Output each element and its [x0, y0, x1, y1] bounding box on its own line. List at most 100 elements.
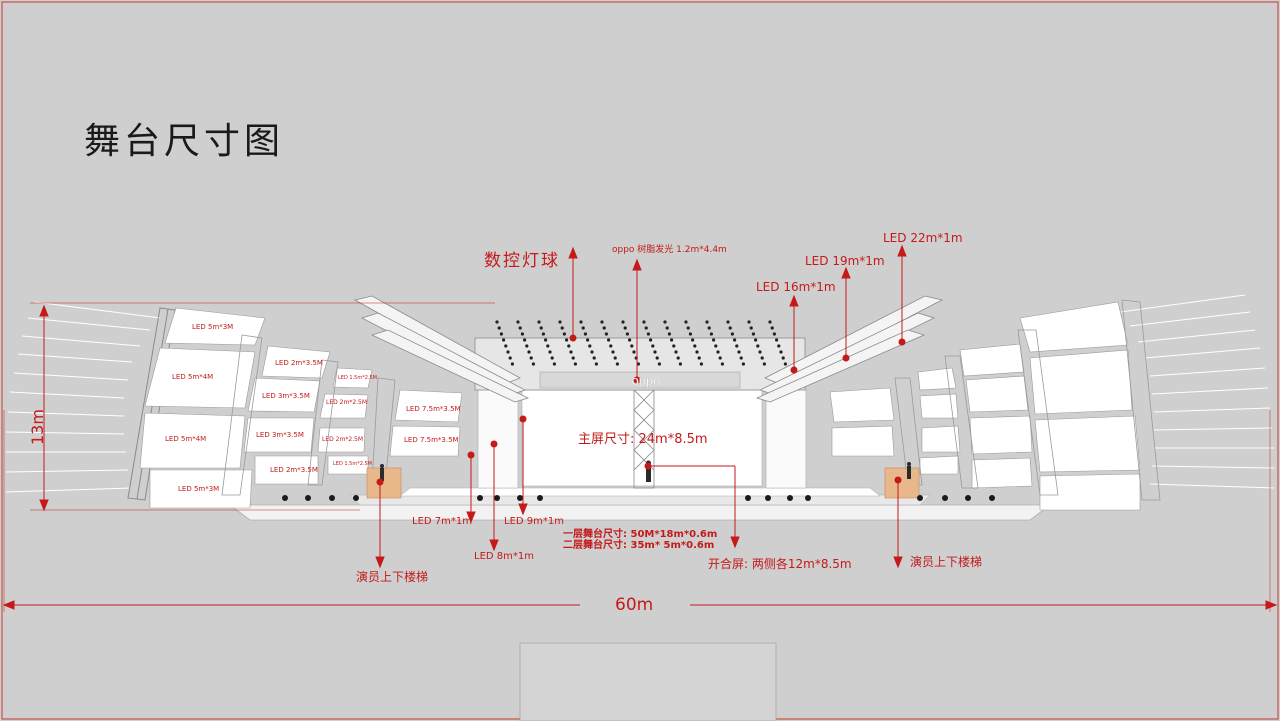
lamp-ball [510, 362, 514, 366]
lamp-ball [762, 362, 767, 366]
lamp-ball [674, 350, 678, 354]
lamp-ball [516, 320, 520, 324]
lamp-ball [560, 326, 564, 330]
lamp-ball [653, 350, 657, 354]
lamp-ball [550, 356, 554, 360]
led8-label: LED 8m*1m [474, 551, 534, 562]
height-dimension-label: 13m [28, 409, 47, 445]
lamp-ball [735, 344, 739, 348]
lamp-ball [502, 338, 506, 342]
panel-label: LED 5m*3M [178, 485, 220, 493]
lamp-ball [649, 338, 653, 342]
floor-light [989, 495, 995, 501]
lamp-ball [544, 338, 548, 342]
lamp-ball [749, 326, 753, 330]
lamp-ball [546, 344, 550, 348]
lamp-ball [672, 344, 676, 348]
lamp-ball [592, 356, 596, 360]
floor-light [329, 495, 335, 501]
stage-level2-label: 二层舞台尺寸: 35m* 5m*0.6m [563, 540, 715, 551]
right-audience-lines [1119, 294, 1275, 489]
lamp-ball [705, 320, 709, 324]
left-outer-panels [139, 307, 266, 509]
lamp-ball [531, 362, 536, 366]
lamp-ball [613, 356, 617, 360]
lamp-ball-grid [495, 320, 788, 366]
main-screen-label: 主屏尺寸: 24m*8.5m [578, 432, 708, 447]
panel-label: LED 2m*3.5M [275, 359, 323, 367]
lamp-ball [632, 350, 636, 354]
panel-label: LED 3m*3.5M [262, 392, 310, 400]
lamp-ball [590, 350, 594, 354]
lamp-ball [630, 344, 634, 348]
lamp-ball [670, 338, 674, 342]
lamp-ball [621, 320, 625, 324]
lamp-ball [579, 320, 583, 324]
lamp-ball [586, 338, 590, 342]
lamp-ball [651, 344, 655, 348]
lamp-ball [609, 344, 613, 348]
lamp-ball [693, 344, 697, 348]
lamp-ball [495, 320, 499, 324]
floor-light [477, 495, 483, 501]
floor-light [917, 495, 923, 501]
lamp-ball [604, 332, 609, 336]
lamp-ball [741, 362, 746, 366]
lamp-ball [709, 332, 714, 336]
lamp-ball [779, 350, 783, 354]
lamp-ball [611, 350, 615, 354]
lamp-ball [756, 344, 760, 348]
width-dimension-label: 60m [615, 595, 654, 615]
split-screen-label: 开合屏: 两侧各12m*8.5m [708, 557, 852, 571]
panel-label: LED 1.5m*2.5M [333, 461, 372, 467]
lamp-ball [523, 338, 527, 342]
left-mid-panels [243, 345, 331, 485]
oppo-light-label: oppo 树脂发光 1.2m*4.4m [612, 245, 727, 255]
lamp-ball [588, 344, 592, 348]
floor-light [765, 495, 771, 501]
lamp-ball [646, 332, 651, 336]
lamp-ball [665, 326, 669, 330]
lamp-ball [781, 356, 785, 360]
lamp-ball [562, 332, 567, 336]
led9-label: LED 9m*1m [504, 516, 564, 527]
lamp-ball [754, 338, 758, 342]
lamp-ball [583, 332, 588, 336]
left-diagonal-led-bars [353, 295, 530, 403]
lamp-ball [642, 320, 646, 324]
right-small-panels [917, 367, 961, 475]
lamp-ball [569, 350, 573, 354]
lamp-ball [506, 350, 510, 354]
oppo-logo: oppo [632, 373, 661, 388]
lamp-ball [688, 332, 693, 336]
led7-label: LED 7m*1m [412, 516, 472, 527]
floor-light [494, 495, 500, 501]
lamp-ball [623, 326, 627, 330]
right-inner-panels [829, 387, 895, 457]
lamp-ball [737, 350, 741, 354]
panel-label: LED 5m*4M [165, 435, 207, 443]
lamp-ball [726, 320, 730, 324]
lamp-ball [607, 338, 611, 342]
lamp-ball [699, 362, 704, 366]
lamp-ball [537, 320, 541, 324]
lamp-ball [714, 344, 718, 348]
stairs-left-label: 演员上下楼梯 [356, 570, 429, 584]
lamp-ball [539, 326, 543, 330]
lamp-ball [707, 326, 711, 330]
floor-light [787, 495, 793, 501]
left-small-panels [317, 367, 373, 475]
panel-label: LED 5m*3M [192, 323, 234, 331]
lamp-ball [663, 320, 667, 324]
stage-level1-label: 一层舞台尺寸: 50M*18m*0.6m [563, 529, 718, 540]
floor-light [282, 495, 288, 501]
led22-label: LED 22m*1m [883, 231, 963, 245]
right-outer-panels [1019, 301, 1141, 511]
panel-label: LED 7.5m*3.5M [406, 405, 461, 413]
lamp-ball [686, 326, 690, 330]
lamp-ball [541, 332, 546, 336]
panel-label: LED 2m*3.5M [270, 466, 318, 474]
led19-label: LED 19m*1m [805, 254, 885, 268]
lamp-ball [760, 356, 764, 360]
lamp-ball [548, 350, 552, 354]
